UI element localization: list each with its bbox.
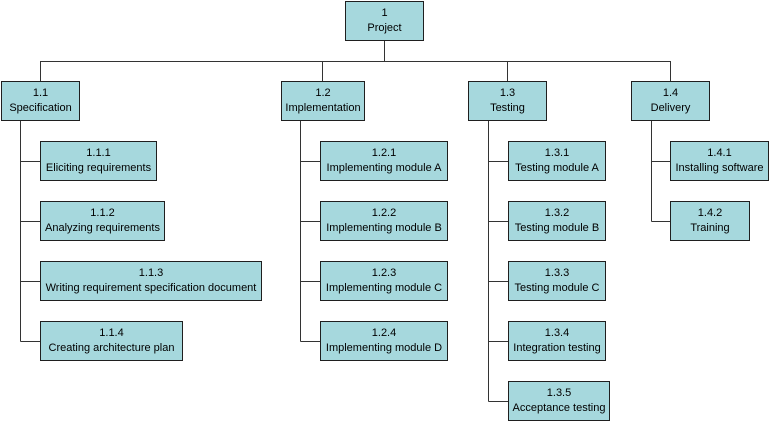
node-task-1-3-4[interactable]: 1.3.4 Integration testing: [508, 321, 606, 361]
node-label: Implementing module C: [325, 282, 443, 294]
node-code: 1.3.5: [546, 387, 572, 399]
node-code: 1.3.1: [544, 147, 570, 159]
node-task-1-1-3[interactable]: 1.1.3 Writing requirement specification …: [40, 261, 262, 301]
node-label: Implementing module A: [326, 162, 442, 174]
node-task-1-1-1[interactable]: 1.1.1 Eliciting requirements: [40, 141, 157, 181]
node-label: Specification: [9, 102, 72, 114]
node-task-1-3-1[interactable]: 1.3.1 Testing module A: [508, 141, 606, 181]
node-code: 1.2.2: [371, 207, 397, 219]
node-code: 1.2.1: [371, 147, 397, 159]
node-label: Integration testing: [513, 342, 601, 354]
node-phase-specification[interactable]: 1.1 Specification: [1, 81, 80, 121]
node-label: Implementation: [285, 102, 361, 114]
node-label: Project: [367, 22, 402, 34]
node-code: 1.1.2: [90, 207, 115, 219]
node-code: 1.1.3: [138, 267, 164, 279]
node-code: 1.4: [662, 87, 679, 99]
node-label: Creating architecture plan: [48, 342, 175, 354]
node-code: 1.3.4: [544, 327, 570, 339]
node-label: Acceptance testing: [512, 402, 606, 414]
node-phase-implementation[interactable]: 1.2 Implementation: [281, 81, 365, 121]
node-label: Writing requirement specification docume…: [45, 282, 257, 294]
node-task-1-3-2[interactable]: 1.3.2 Testing module B: [508, 201, 606, 241]
node-label: Implementing module D: [325, 342, 443, 354]
node-task-1-1-2[interactable]: 1.1.2 Analyzing requirements: [40, 201, 165, 241]
node-task-1-2-2[interactable]: 1.2.2 Implementing module B: [320, 201, 448, 241]
node-code: 1.1.1: [86, 147, 111, 159]
node-label: Delivery: [650, 102, 691, 114]
node-label: Eliciting requirements: [45, 162, 152, 174]
node-label: Analyzing requirements: [45, 222, 160, 234]
node-label: Testing module A: [515, 162, 599, 174]
node-code: 1.4.1: [707, 147, 732, 159]
node-task-1-4-2[interactable]: 1.4.2 Training: [670, 201, 750, 241]
node-label: Testing module B: [514, 222, 600, 234]
node-code: 1.4.2: [697, 207, 723, 219]
node-code: 1.2.3: [371, 267, 397, 279]
node-task-1-3-5[interactable]: 1.3.5 Acceptance testing: [508, 381, 610, 421]
node-label: Testing: [490, 102, 525, 114]
node-label: Implementing module B: [326, 222, 442, 234]
node-task-1-4-1[interactable]: 1.4.1 Installing software: [670, 141, 769, 181]
node-task-1-1-4[interactable]: 1.1.4 Creating architecture plan: [40, 321, 183, 361]
node-code: 1.3.2: [544, 207, 570, 219]
node-phase-testing[interactable]: 1.3 Testing: [468, 81, 547, 121]
node-phase-delivery[interactable]: 1.4 Delivery: [631, 81, 710, 121]
node-code: 1.2.4: [371, 327, 397, 339]
node-code: 1.1: [32, 87, 49, 99]
node-code: 1: [381, 7, 388, 19]
node-code: 1.2: [315, 87, 331, 99]
node-task-1-3-3[interactable]: 1.3.3 Testing module C: [508, 261, 606, 301]
node-task-1-2-4[interactable]: 1.2.4 Implementing module D: [320, 321, 448, 361]
node-code: 1.3: [499, 87, 516, 99]
node-label: Installing software: [675, 162, 764, 174]
node-label: Testing module C: [514, 282, 600, 294]
node-task-1-2-1[interactable]: 1.2.1 Implementing module A: [320, 141, 448, 181]
node-task-1-2-3[interactable]: 1.2.3 Implementing module C: [320, 261, 448, 301]
node-code: 1.1.4: [99, 327, 124, 339]
node-root[interactable]: 1 Project: [345, 1, 424, 41]
node-code: 1.3.3: [544, 267, 570, 279]
node-label: Training: [690, 222, 730, 234]
